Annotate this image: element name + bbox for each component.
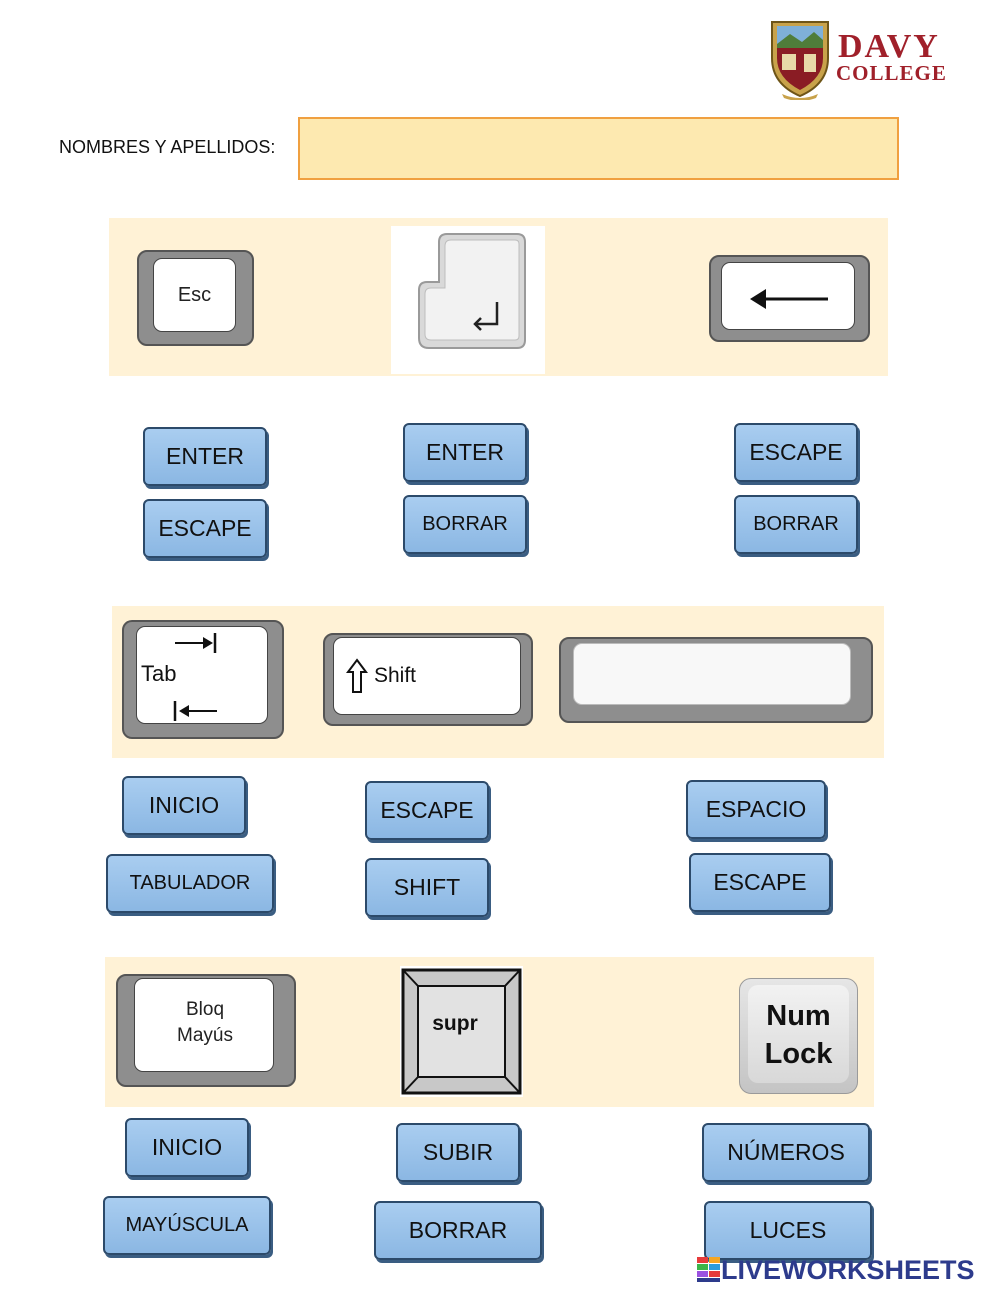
- option-numeros-button[interactable]: NÚMEROS: [702, 1123, 870, 1182]
- option-borrar-button[interactable]: BORRAR: [374, 1201, 542, 1260]
- option-inicio-button[interactable]: INICIO: [122, 776, 246, 835]
- davy-college-logo: DAVY COLLEGE: [768, 18, 978, 102]
- logo-text-college: COLLEGE: [836, 61, 947, 85]
- option-espacio-button[interactable]: ESPACIO: [686, 780, 826, 839]
- name-input[interactable]: [298, 117, 899, 180]
- caps-lock-key-icon: Bloq Mayús: [116, 974, 296, 1087]
- num-lock-label-line1: Num: [766, 1000, 831, 1032]
- enter-key-icon: [391, 226, 545, 374]
- liveworksheets-logo: LIVEWORKSHEETS: [697, 1255, 975, 1285]
- option-tabulador-button[interactable]: TABULADOR: [106, 854, 274, 913]
- backspace-arrow-key-icon: [709, 255, 870, 342]
- shift-key-icon: Shift: [323, 633, 533, 726]
- liveworksheets-brand: LIVEWORKSHEETS: [721, 1254, 975, 1285]
- option-mayuscula-button[interactable]: MAYÚSCULA: [103, 1196, 271, 1255]
- space-bar-key-icon: [559, 637, 873, 723]
- option-escape-button[interactable]: ESCAPE: [689, 853, 831, 912]
- option-inicio-button[interactable]: INICIO: [125, 1118, 249, 1177]
- option-escape-button[interactable]: ESCAPE: [365, 781, 489, 840]
- option-borrar-button[interactable]: BORRAR: [403, 495, 527, 554]
- num-lock-label-line2: Lock: [764, 1038, 833, 1070]
- option-enter-button[interactable]: ENTER: [403, 423, 527, 482]
- name-label: NOMBRES Y APELLIDOS:: [59, 137, 276, 157]
- option-luces-button[interactable]: LUCES: [704, 1201, 872, 1260]
- num-lock-key-icon: Num Lock: [739, 978, 858, 1094]
- delete-key-icon: supr: [400, 966, 523, 1097]
- tab-key-icon: Tab: [122, 620, 284, 739]
- esc-key-icon: Esc: [137, 250, 254, 346]
- liveworksheets-mark-icon: [697, 1257, 720, 1282]
- option-subir-button[interactable]: SUBIR: [396, 1123, 520, 1182]
- tab-key-label: Tab: [141, 661, 177, 686]
- option-escape-button[interactable]: ESCAPE: [734, 423, 858, 482]
- option-borrar-button[interactable]: BORRAR: [734, 495, 858, 554]
- delete-key-label: supr: [432, 1012, 478, 1035]
- caps-lock-label-line2: Mayús: [177, 1025, 233, 1046]
- option-escape-button[interactable]: ESCAPE: [143, 499, 267, 558]
- option-enter-button[interactable]: ENTER: [143, 427, 267, 486]
- shift-key-label: Shift: [374, 664, 417, 687]
- logo-text-davy: DAVY: [838, 28, 940, 65]
- tab-arrows-icon: [173, 633, 217, 721]
- shift-arrow-icon: [346, 658, 368, 693]
- left-arrow-icon: [750, 289, 828, 309]
- crest-icon: [771, 21, 829, 100]
- option-shift-button[interactable]: SHIFT: [365, 858, 489, 917]
- esc-key-label: Esc: [177, 283, 212, 306]
- caps-lock-label-line1: Bloq: [185, 999, 225, 1020]
